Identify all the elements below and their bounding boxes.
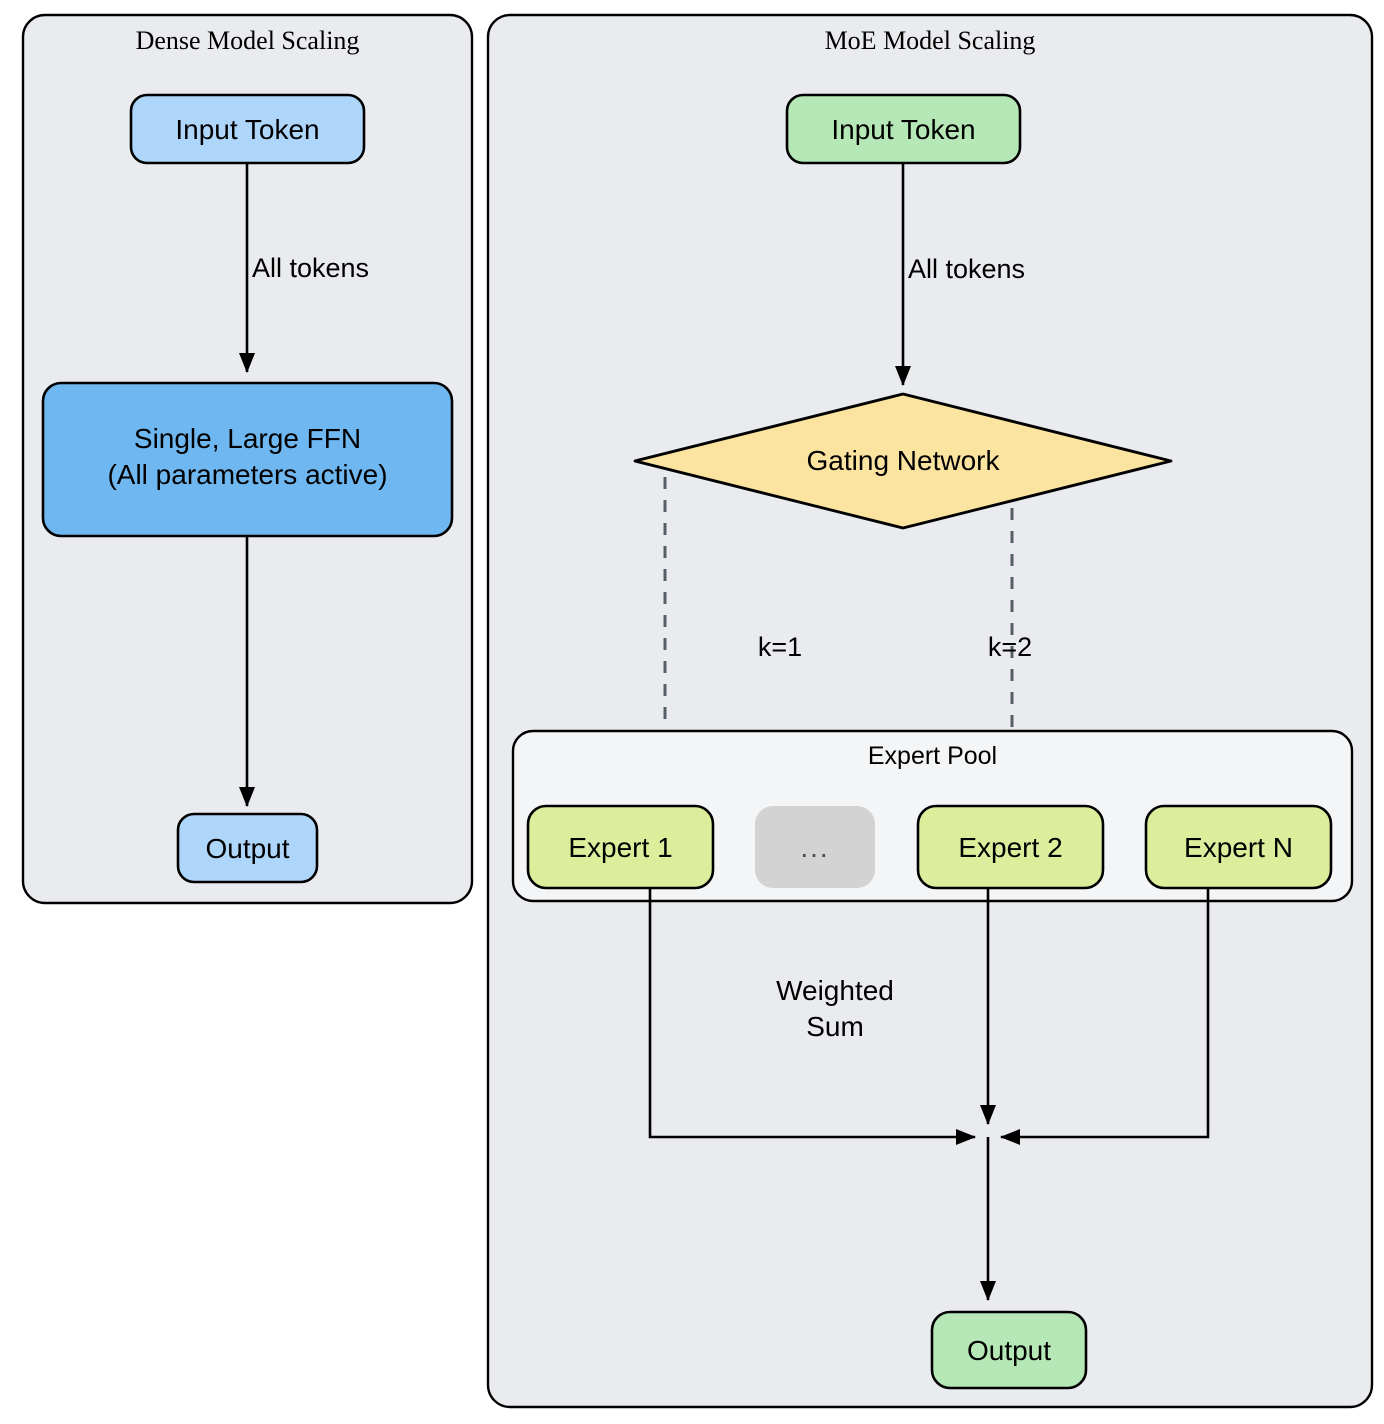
dense-all-tokens-label: All tokens <box>252 253 370 283</box>
edge-expert1-to-junction <box>648 888 976 1145</box>
weighted-sum-label-line1: Weighted <box>776 975 894 1006</box>
node-expert-1[interactable] <box>526 804 715 890</box>
node-dense-input[interactable] <box>129 93 366 165</box>
expert-pool-title: Expert Pool <box>867 742 998 770</box>
node-moe-output[interactable] <box>930 1310 1088 1390</box>
k2-label: k=2 <box>987 632 1033 662</box>
node-dense-ffn[interactable] <box>41 381 454 538</box>
moe-all-tokens-label: All tokens <box>908 254 1026 284</box>
node-expert-2[interactable] <box>916 804 1105 890</box>
moe-panel-title: MoE Model Scaling <box>824 26 1036 55</box>
node-expert-n[interactable] <box>1144 804 1333 890</box>
edge-expertN-to-junction <box>1000 888 1210 1145</box>
node-dense-output[interactable] <box>176 812 319 884</box>
k1-label: k=1 <box>757 632 803 662</box>
weighted-sum-label-line2: Sum <box>806 1011 864 1042</box>
node-expert-ellipsis[interactable] <box>755 806 875 888</box>
moe-panel-container <box>486 13 1374 1409</box>
dense-panel-title: Dense Model Scaling <box>135 26 360 55</box>
node-gating-network[interactable] <box>633 392 1173 530</box>
node-moe-input[interactable] <box>785 93 1022 165</box>
